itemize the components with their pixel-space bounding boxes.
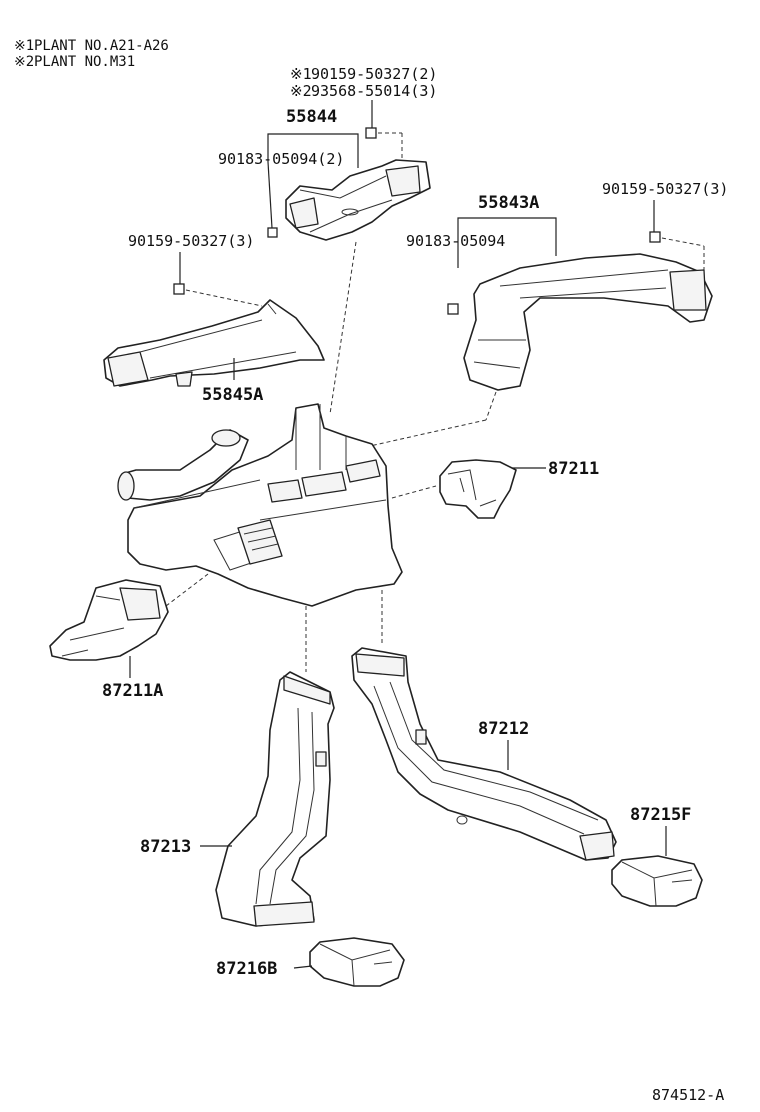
duct-87212-inlet — [355, 653, 405, 677]
part-87212: 87212 — [351, 647, 617, 861]
note-2-mark: ※2 — [14, 54, 34, 70]
label-90159-50327-3-right: 90159-50327(3) — [602, 180, 728, 198]
duct-87212-outlet — [579, 831, 615, 861]
duct-87212-body — [351, 647, 617, 861]
label-87212: 87212 — [478, 719, 529, 739]
label-87213: 87213 — [140, 837, 191, 857]
mark-1: ※1 — [290, 65, 312, 83]
part-55843A: 55843A 90183-05094 90159-50327(3) — [369, 180, 728, 447]
mark-2: ※2 — [290, 82, 312, 100]
duct-55845A-body — [103, 299, 325, 387]
bolt-icon — [649, 231, 661, 243]
ac-unit-blower-port — [237, 519, 283, 565]
label-90183-05094: 90183-05094 — [406, 232, 505, 250]
part-55845A: 90159-50327(3) 55845A — [103, 232, 357, 415]
label-90159-50327-3-left: 90159-50327(3) — [128, 232, 254, 250]
duct-87211-body — [439, 459, 517, 519]
clip-icon — [267, 227, 278, 238]
note-2-text: PLANT NO.M31 — [34, 54, 135, 70]
label-87216B: 87216B — [216, 959, 277, 979]
bolt-icon — [173, 283, 185, 295]
ac-unit-assembly — [117, 403, 437, 607]
duct-55845A-outlet — [107, 351, 149, 387]
callout-top-bolts: ※1 90159-50327(2) ※2 93568-55014(3) — [290, 65, 437, 128]
label-55844: 55844 — [286, 107, 337, 127]
diagram-id: 874512-A — [652, 1086, 724, 1104]
label-55843A: 55843A — [478, 193, 539, 213]
label-90159-50327-2: 90159-50327(2) — [311, 65, 437, 83]
label-55845A: 55845A — [202, 385, 263, 405]
plant-notes: ※1 PLANT NO.A21-A26 ※2 PLANT NO.M31 — [14, 38, 169, 70]
clip-icon — [447, 303, 459, 315]
ac-unit-body — [127, 403, 403, 607]
duct-87213-outlet — [253, 901, 315, 927]
part-87215F: 87215F — [611, 805, 703, 907]
duct-87213-inlet — [283, 675, 331, 705]
note-1-text: PLANT NO.A21-A26 — [34, 38, 169, 54]
label-87211A: 87211A — [102, 681, 163, 701]
part-87211A: 87211A — [49, 573, 209, 701]
label-93568-55014-3: 93568-55014(3) — [311, 82, 437, 100]
label-90183-05094-2: 90183-05094(2) — [218, 150, 344, 168]
part-55844: 55844 90183-05094(2) — [218, 107, 431, 241]
duct-55844-outlet-left — [289, 197, 319, 229]
duct-87216B-body — [309, 937, 405, 987]
part-87216B: 87216B — [216, 937, 405, 987]
label-87215F: 87215F — [630, 805, 691, 825]
note-1-mark: ※1 — [14, 38, 34, 54]
duct-55844-outlet-right — [385, 165, 421, 197]
duct-55843A-outlet — [669, 269, 707, 311]
duct-55843A-body — [463, 253, 713, 391]
bolt-icon — [365, 127, 377, 139]
duct-87213-body — [215, 671, 335, 927]
label-87211: 87211 — [548, 459, 599, 479]
duct-87211A-outlet — [119, 587, 161, 621]
part-87211: 87211 — [439, 459, 599, 519]
part-87213: 87213 — [140, 671, 335, 927]
